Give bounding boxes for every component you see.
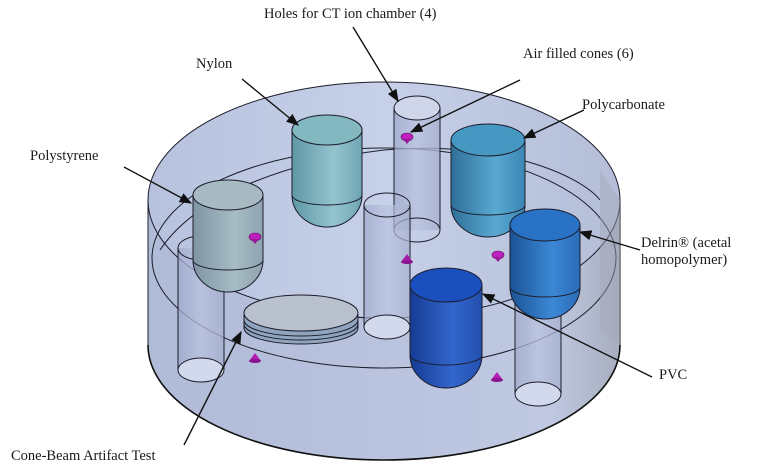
leader-polycarbonate bbox=[522, 109, 585, 139]
insert-nylon bbox=[291, 114, 363, 228]
leader-polystyrene bbox=[123, 166, 193, 204]
leader-holes-ct bbox=[352, 26, 399, 103]
air-cones bbox=[248, 132, 505, 382]
leader-nylon bbox=[241, 78, 299, 126]
label-delrin-line1: Delrin® (acetal bbox=[641, 235, 732, 251]
label-polycarbonate: Polycarbonate bbox=[582, 97, 665, 113]
insert-polystyrene bbox=[192, 179, 264, 293]
label-air-cones: Air filled cones (6) bbox=[523, 46, 634, 62]
leader-lines bbox=[123, 26, 653, 446]
leader-delrin bbox=[578, 230, 641, 251]
label-nylon: Nylon bbox=[196, 56, 233, 72]
label-holes-ct: Holes for CT ion chamber (4) bbox=[264, 6, 437, 22]
air-cone bbox=[400, 132, 414, 144]
air-cone bbox=[491, 250, 505, 262]
label-polystyrene: Polystyrene bbox=[30, 148, 99, 164]
insert-delrin bbox=[509, 208, 581, 320]
leader-pvc bbox=[481, 293, 653, 378]
cone-beam-artifact-disk bbox=[243, 294, 359, 345]
leader-air-cones bbox=[409, 79, 521, 133]
insert-polycarbonate bbox=[450, 123, 526, 238]
leader-cone-beam bbox=[183, 330, 242, 446]
label-pvc: PVC bbox=[659, 367, 688, 383]
air-cone bbox=[491, 372, 503, 382]
air-cone bbox=[401, 254, 413, 264]
insert-pvc bbox=[409, 267, 483, 389]
air-cone bbox=[248, 232, 262, 244]
ct-hole-center bbox=[363, 192, 411, 340]
label-delrin: Delrin® (acetal homopolymer) bbox=[641, 235, 731, 269]
label-cone-beam: Cone-Beam Artifact Test bbox=[11, 448, 156, 464]
label-delrin-line2: homopolymer) bbox=[641, 252, 728, 268]
air-cone bbox=[249, 353, 261, 363]
